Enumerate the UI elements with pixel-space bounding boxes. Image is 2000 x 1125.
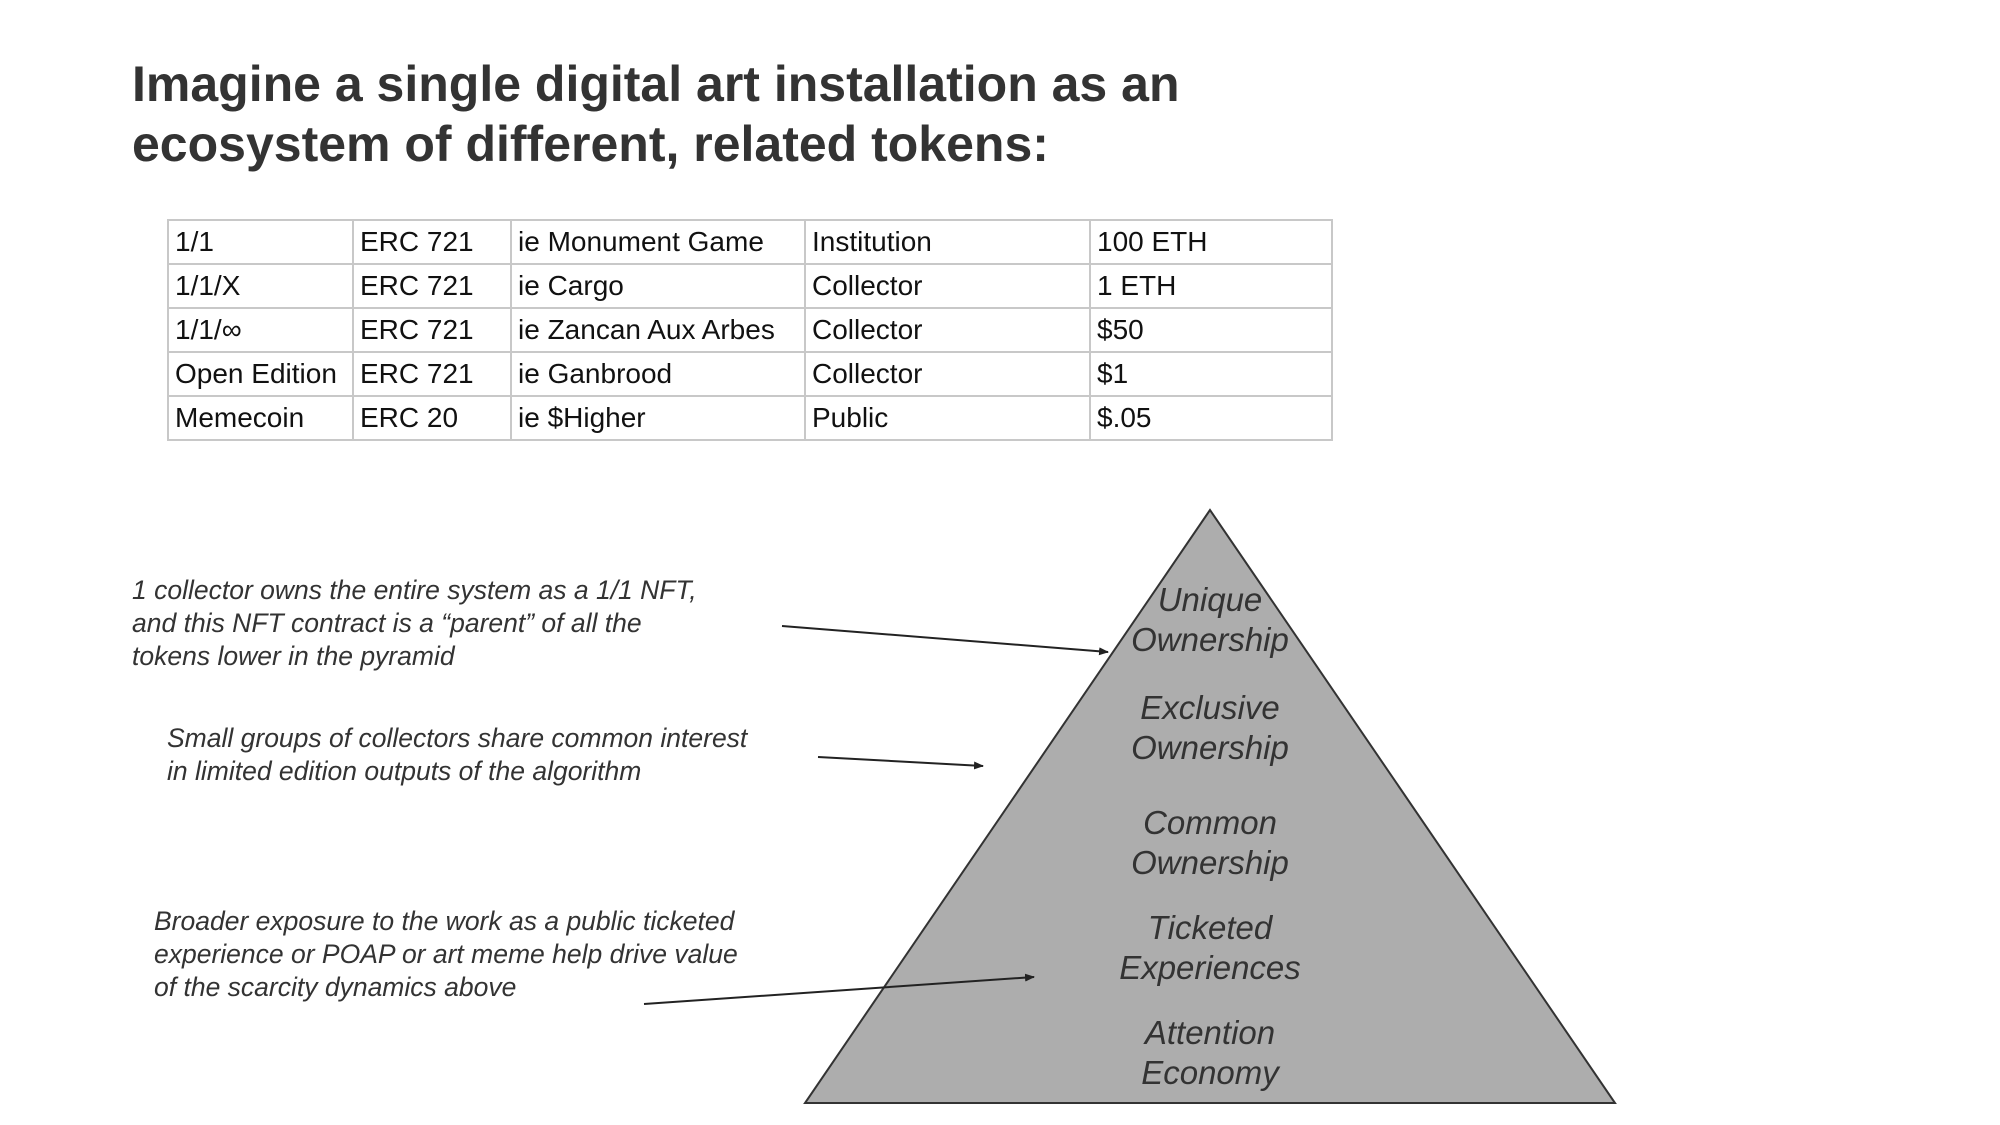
token-example-cell: ie $Higher — [510, 395, 806, 441]
pyramid-tier-exclusive-ownership: Exclusive Ownership — [1131, 689, 1289, 766]
annotation-unique-ownership: 1 collector owns the entire system as a … — [132, 574, 697, 673]
token-price-cell: $1 — [1089, 351, 1333, 397]
table-row: 1/1/∞ ERC 721 ie Zancan Aux Arbes Collec… — [167, 307, 1333, 353]
token-example-cell: ie Cargo — [510, 263, 806, 309]
token-audience-cell: Collector — [804, 351, 1091, 397]
pyramid-tier-ticketed-experiences: Ticketed Experiences — [1119, 909, 1301, 986]
token-type-cell: Open Edition — [167, 351, 354, 397]
token-example-cell: ie Zancan Aux Arbes — [510, 307, 806, 353]
token-type-cell: Memecoin — [167, 395, 354, 441]
pyramid-tier-attention-economy: Attention Economy — [1141, 1014, 1281, 1091]
table-row: 1/1/X ERC 721 ie Cargo Collector 1 ETH — [167, 263, 1333, 309]
annotation-line: Broader exposure to the work as a public… — [154, 906, 735, 936]
tier-label-line: Exclusive — [1140, 689, 1279, 726]
token-type-cell: 1/1/X — [167, 263, 354, 309]
annotation-arrow-unique — [781, 625, 1109, 656]
slide-title-line-2: ecosystem of different, related tokens: — [132, 116, 1049, 172]
table-row: Memecoin ERC 20 ie $Higher Public $.05 — [167, 395, 1333, 441]
tier-label-line: Attention — [1143, 1014, 1275, 1051]
token-example-cell: ie Ganbrood — [510, 351, 806, 397]
annotation-exclusive-ownership: Small groups of collectors share common … — [167, 722, 747, 788]
token-standard-cell: ERC 20 — [352, 395, 512, 441]
annotation-line: in limited edition outputs of the algori… — [167, 756, 642, 786]
tier-label-line: Economy — [1141, 1054, 1281, 1091]
token-standard-cell: ERC 721 — [352, 307, 512, 353]
token-audience-cell: Public — [804, 395, 1091, 441]
token-example-cell: ie Monument Game — [510, 219, 806, 265]
annotation-ticketed-experiences: Broader exposure to the work as a public… — [154, 905, 738, 1004]
annotation-line: Small groups of collectors share common … — [167, 723, 748, 753]
token-price-cell: 1 ETH — [1089, 263, 1333, 309]
token-standard-cell: ERC 721 — [352, 263, 512, 309]
annotation-arrow-ticketed — [643, 973, 1035, 1005]
token-audience-cell: Institution — [804, 219, 1091, 265]
pyramid-tier-common-ownership: Common Ownership — [1131, 804, 1289, 881]
annotation-line: and this NFT contract is a “parent” of a… — [132, 608, 642, 638]
annotation-line: experience or POAP or art meme help driv… — [154, 939, 738, 969]
table-row: 1/1 ERC 721 ie Monument Game Institution… — [167, 219, 1333, 265]
slide-title-line-1: Imagine a single digital art installatio… — [132, 56, 1180, 112]
tier-label-line: Unique — [1158, 581, 1263, 618]
annotation-arrow-exclusive — [817, 756, 984, 770]
tier-label-line: Ticketed — [1148, 909, 1274, 946]
token-audience-cell: Collector — [804, 263, 1091, 309]
token-price-cell: 100 ETH — [1089, 219, 1333, 265]
tier-label-line: Common — [1143, 804, 1277, 841]
tier-label-line: Ownership — [1131, 844, 1289, 881]
token-price-cell: $50 — [1089, 307, 1333, 353]
tier-label-line: Ownership — [1131, 621, 1289, 658]
pyramid-shape — [803, 508, 1617, 1104]
pyramid-tier-unique-ownership: Unique Ownership — [1131, 581, 1289, 658]
tier-label-line: Experiences — [1119, 949, 1301, 986]
token-audience-cell: Collector — [804, 307, 1091, 353]
tier-label-line: Ownership — [1131, 729, 1289, 766]
table-row: Open Edition ERC 721 ie Ganbrood Collect… — [167, 351, 1333, 397]
token-standard-cell: ERC 721 — [352, 351, 512, 397]
annotation-line: 1 collector owns the entire system as a … — [132, 575, 697, 605]
token-table: 1/1 ERC 721 ie Monument Game Institution… — [167, 219, 1333, 441]
annotation-line: tokens lower in the pyramid — [132, 641, 455, 671]
token-standard-cell: ERC 721 — [352, 219, 512, 265]
slide-title: Imagine a single digital art installatio… — [132, 54, 1432, 174]
token-type-cell: 1/1 — [167, 219, 354, 265]
token-type-cell: 1/1/∞ — [167, 307, 354, 353]
annotation-line: of the scarcity dynamics above — [154, 972, 517, 1002]
token-price-cell: $.05 — [1089, 395, 1333, 441]
